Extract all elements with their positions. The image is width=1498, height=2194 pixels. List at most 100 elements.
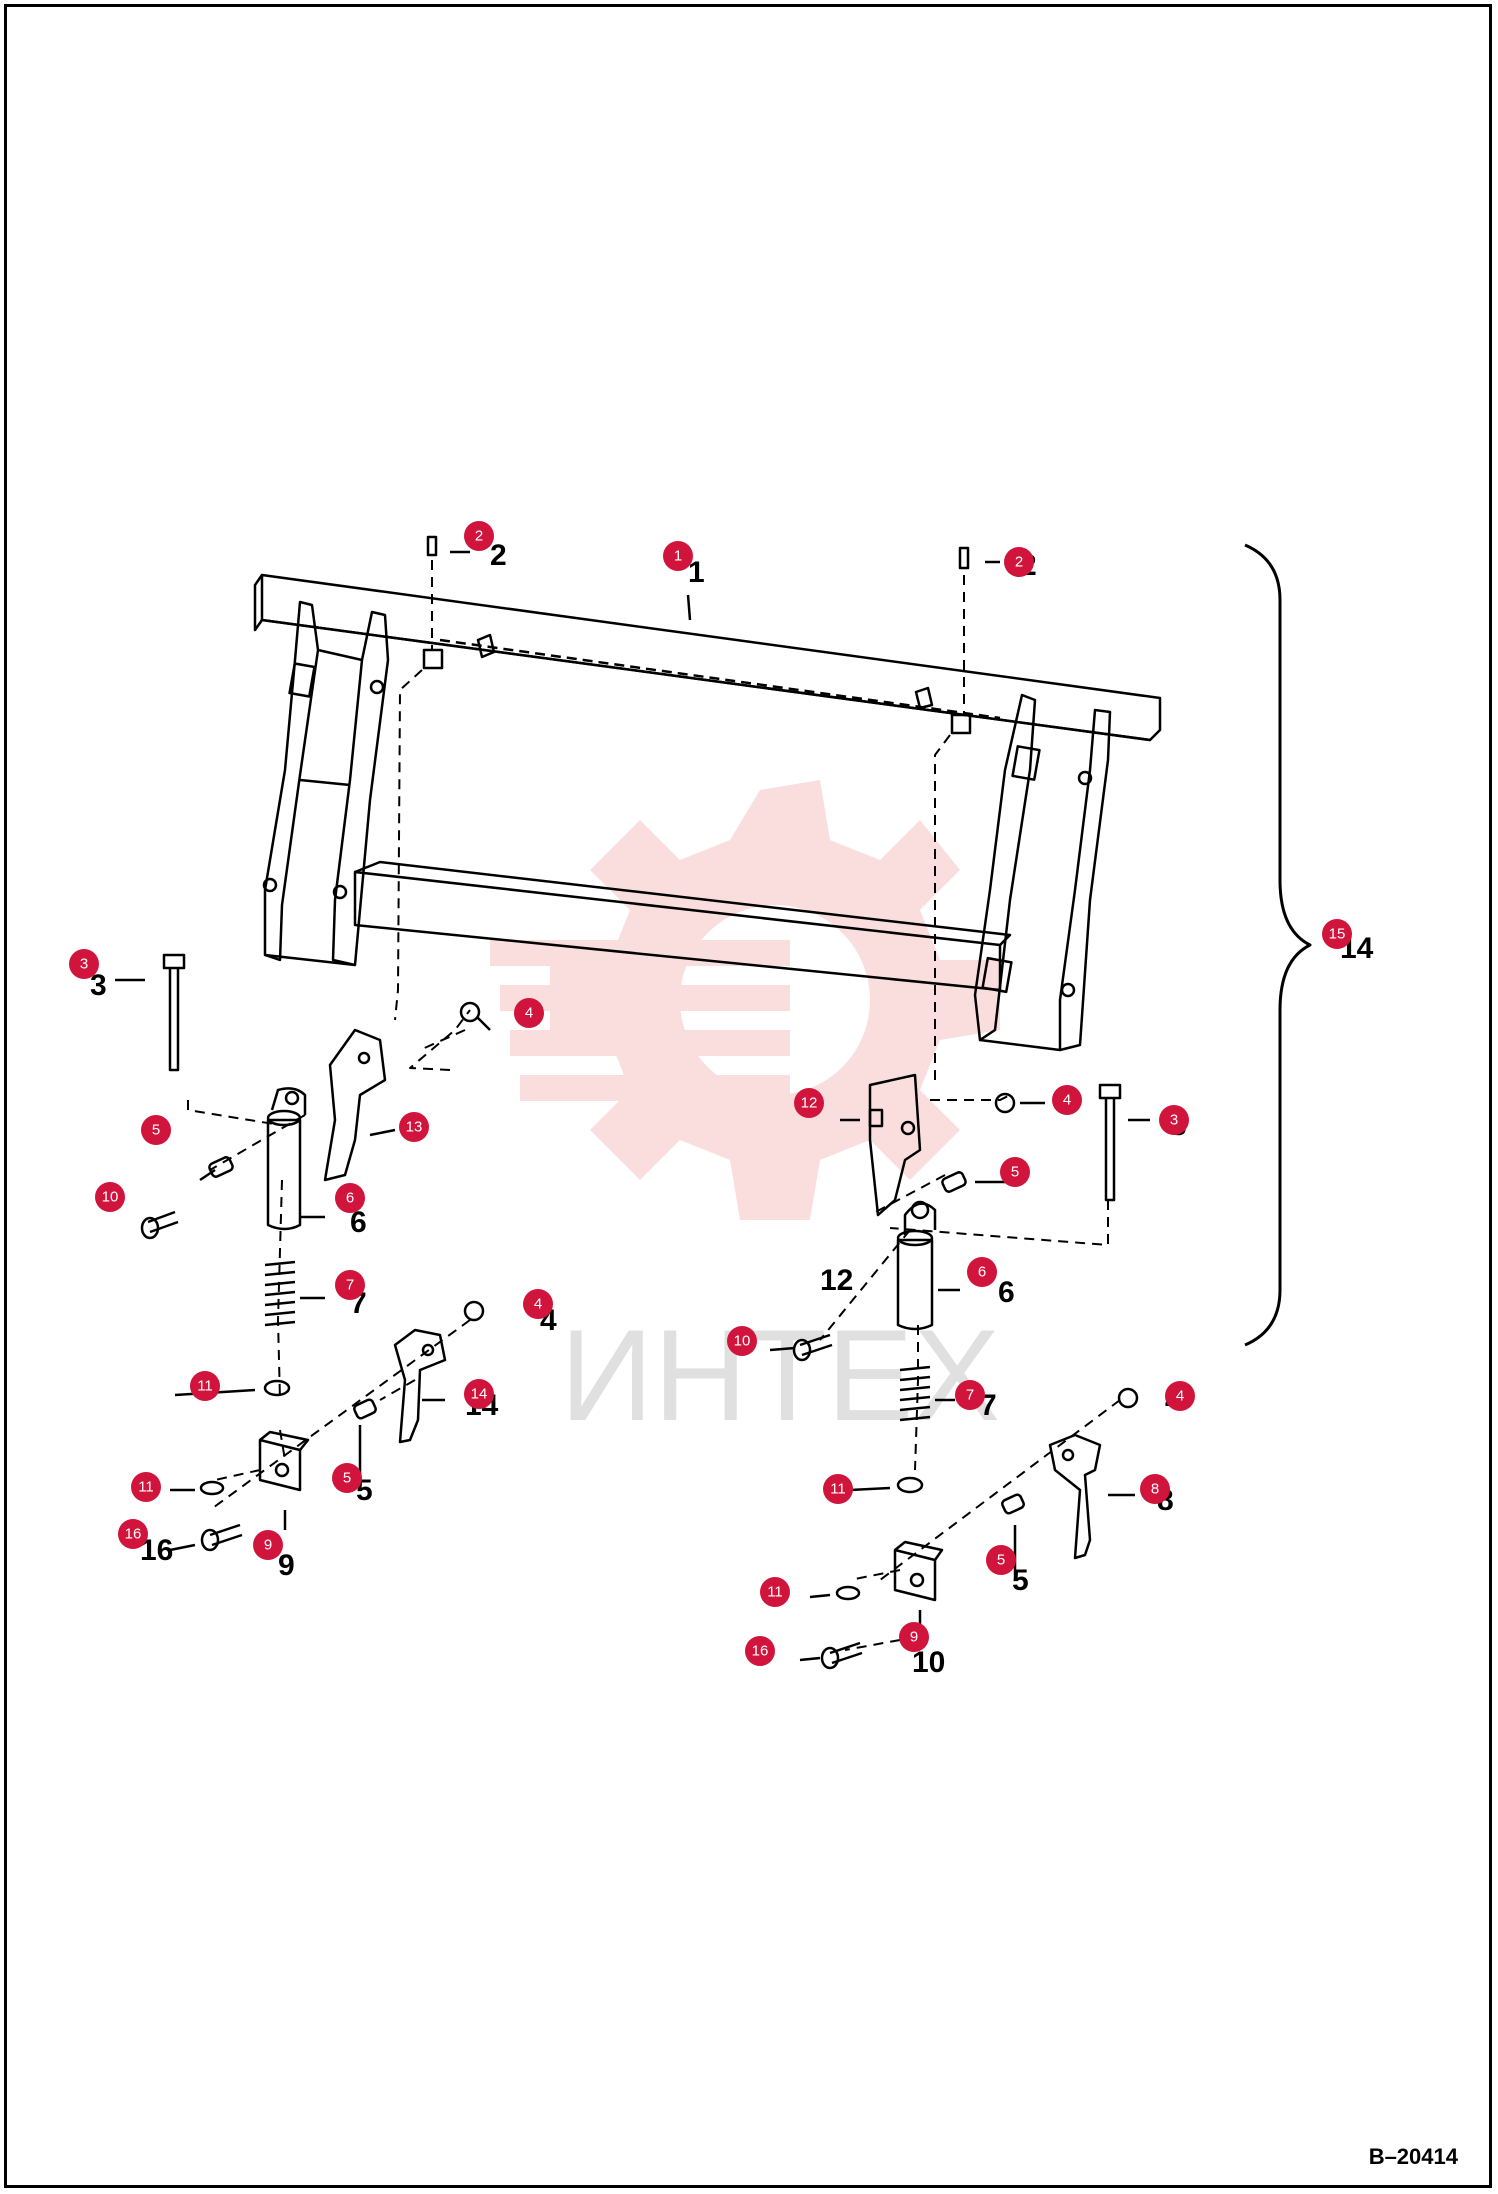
callout-11c[interactable]: 11 [823,1474,853,1504]
bolt-right-3 [1098,1083,1122,1202]
pivot-pin-5a [208,1156,234,1178]
svg-text:3: 3 [1170,1112,1178,1129]
right-latch-bracket [950,713,972,735]
bolt-10b [792,1333,833,1362]
svg-text:12: 12 [801,1095,818,1112]
callout-3b[interactable]: 3 [1159,1105,1189,1135]
part-label-6b: 6 [998,1276,1015,1309]
svg-text:14: 14 [471,1386,488,1403]
callout-15[interactable]: 15 [1322,919,1352,949]
callout-4c[interactable]: 4 [523,1289,553,1319]
assembly-lines [187,560,1121,1651]
callout-1[interactable]: 1 [663,541,693,571]
callout-10b[interactable]: 10 [727,1326,757,1356]
callout-13[interactable]: 13 [399,1112,429,1142]
callout-4b[interactable]: 4 [1052,1085,1082,1115]
pivot-pin-5b [941,1171,967,1193]
svg-text:11: 11 [767,1584,783,1601]
svg-text:16: 16 [125,1526,142,1543]
callout-9b[interactable]: 9 [899,1622,929,1652]
spring-7a [264,1260,296,1327]
handle-tube-6a [266,1087,307,1231]
drawing-frame [4,4,1492,2188]
assembly-brace [1244,543,1312,1347]
callout-4d[interactable]: 4 [1165,1381,1195,1411]
frame-right-plates [973,693,1112,1052]
part-label-9a: 9 [278,1549,295,1582]
watermark-stripes [490,940,790,1101]
callout-2b[interactable]: 2 [1004,547,1034,577]
callout-7a[interactable]: 7 [335,1270,365,1300]
svg-text:10: 10 [734,1333,751,1350]
svg-text:7: 7 [346,1277,354,1294]
svg-text:10: 10 [102,1189,119,1206]
callout-16a[interactable]: 16 [118,1519,148,1549]
svg-text:9: 9 [910,1629,918,1646]
svg-text:15: 15 [1329,926,1346,943]
left-pin-hole [476,633,496,659]
callout-5c[interactable]: 5 [332,1463,362,1493]
part-label-5d: 5 [1012,1564,1029,1597]
left-latch-bracket [422,648,444,670]
nut-4c [463,1300,485,1322]
svg-text:3: 3 [80,956,88,973]
callout-8[interactable]: 8 [1140,1474,1170,1504]
washer-11c [896,1476,924,1494]
callout-14[interactable]: 14 [464,1379,494,1409]
callout-6a[interactable]: 6 [335,1183,365,1213]
svg-text:11: 11 [138,1479,154,1496]
svg-text:11: 11 [830,1481,846,1498]
svg-text:6: 6 [346,1190,354,1207]
callout-5d[interactable]: 5 [986,1545,1016,1575]
frame-left-plates [262,600,390,967]
latch-8 [1048,1433,1102,1560]
svg-text:4: 4 [534,1296,542,1313]
roll-pin-right [958,546,970,570]
svg-text:5: 5 [1011,1164,1019,1181]
callout-11d[interactable]: 11 [760,1577,790,1607]
figure-reference-code: B–20414 [1368,2144,1458,2169]
washer-11b [199,1480,225,1496]
svg-text:6: 6 [978,1264,986,1281]
bolt-left-3 [162,953,186,1072]
bracket-9a [258,1430,310,1492]
watermark-logo [490,780,1000,1220]
pivot-pin-5c [353,1398,377,1420]
roll-pin-left [426,535,438,557]
part-label-3a: 3 [90,969,107,1002]
latch-lever-12 [868,1073,922,1217]
handle-tube-6b [896,1200,937,1331]
bolt-10a [140,1210,179,1240]
callout-2a[interactable]: 2 [464,521,494,551]
leader-lines [115,550,1150,1662]
callout-12[interactable]: 12 [794,1088,824,1118]
washer-11d [835,1585,861,1601]
callout-badges[interactable]: 1 2 2 3 3 4 4 4 4 5 5 5 5 6 6 7 7 8 9 9 … [69,521,1352,1666]
svg-text:4: 4 [1176,1388,1184,1405]
callout-3a[interactable]: 3 [69,949,99,979]
callout-5b[interactable]: 5 [1000,1157,1030,1187]
washer-11a [263,1379,291,1397]
svg-text:5: 5 [343,1470,351,1487]
callout-16b[interactable]: 16 [745,1636,775,1666]
callout-7b[interactable]: 7 [955,1380,985,1410]
callout-11a[interactable]: 11 [190,1371,220,1401]
callout-5a[interactable]: 5 [141,1115,171,1145]
callout-11b[interactable]: 11 [131,1472,161,1502]
nut-4a [459,1001,481,1023]
svg-text:4: 4 [525,1005,533,1022]
callout-4a[interactable]: 4 [514,998,544,1028]
nut-4d [1117,1387,1139,1409]
line-art [115,535,1312,1670]
callout-6b[interactable]: 6 [967,1257,997,1287]
nut-4b [994,1092,1016,1114]
svg-text:7: 7 [966,1387,974,1404]
part-label-2a: 2 [490,539,507,572]
svg-text:16: 16 [752,1643,769,1660]
callout-9a[interactable]: 9 [253,1530,283,1560]
bolt-16a [200,1523,243,1552]
svg-text:1: 1 [674,548,682,565]
part-label-12: 12 [820,1264,853,1297]
callout-10a[interactable]: 10 [95,1182,125,1212]
